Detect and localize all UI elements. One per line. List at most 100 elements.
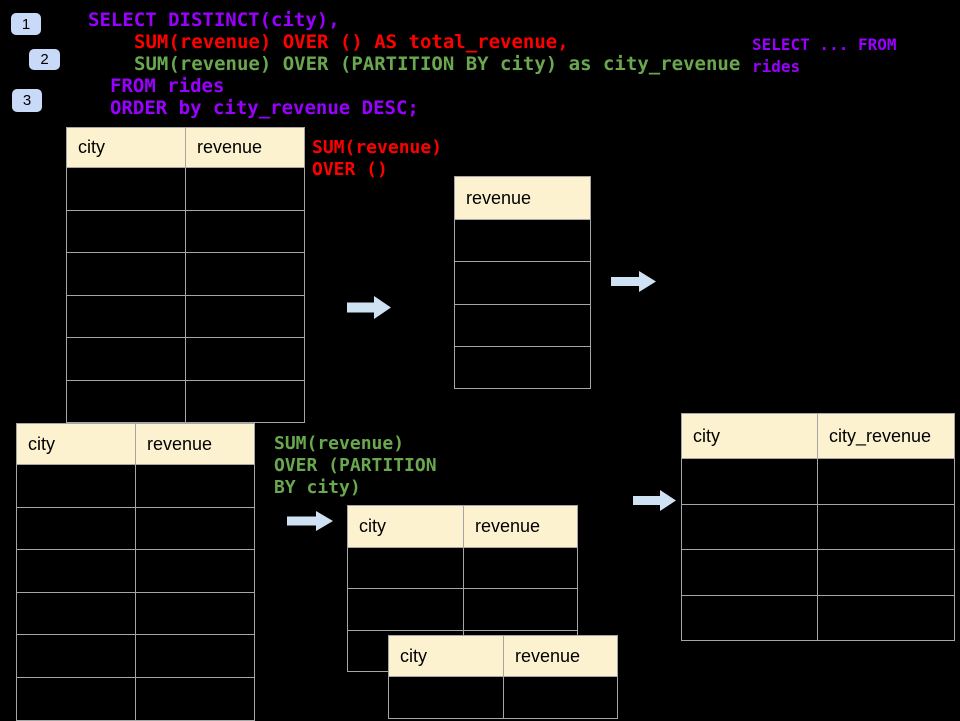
table-cell-empty — [818, 550, 954, 595]
table-cell-empty — [455, 220, 590, 261]
table-header-row: city revenue — [17, 424, 254, 464]
column-header: city — [348, 506, 464, 547]
table-row — [17, 464, 254, 507]
column-header: city — [389, 636, 504, 676]
partition-label-line-2: OVER (PARTITION — [274, 455, 437, 476]
table-row — [67, 294, 304, 338]
right-arrow-icon — [611, 271, 656, 292]
column-header: city_revenue — [829, 425, 932, 446]
table-cell-empty — [682, 459, 818, 504]
side-snippet-line-1: SELECT ... FROM — [752, 35, 897, 54]
table-row — [348, 547, 577, 589]
source-table-bottom: city revenue — [16, 423, 255, 721]
table-row — [67, 337, 304, 380]
table-cell-empty — [17, 550, 136, 592]
table-cell-empty — [136, 465, 254, 507]
table-cell-empty — [67, 338, 186, 380]
table-cell-empty — [17, 592, 136, 635]
table-cell-empty — [455, 305, 590, 346]
column-header: city — [682, 414, 818, 458]
partition-label-line-3: BY city) — [274, 477, 361, 498]
table-cell-empty — [682, 504, 818, 549]
table-row — [682, 594, 954, 641]
table-cell-empty — [682, 550, 818, 595]
sql-line-partition: SUM(revenue) OVER (PARTITION BY city) as… — [134, 53, 741, 75]
table-row — [348, 588, 577, 630]
table-row — [67, 209, 304, 253]
column-header: revenue — [197, 137, 263, 157]
table-cell-empty — [136, 508, 254, 550]
table-cell-empty — [67, 380, 186, 422]
table-header-row: city revenue — [348, 506, 577, 547]
column-header: city — [17, 424, 136, 464]
table-header-row: revenue — [455, 177, 590, 219]
table-row — [455, 345, 590, 388]
table-row — [17, 676, 254, 720]
table-cell-empty — [818, 596, 954, 641]
partition-table-back: city revenue — [347, 505, 578, 672]
table-cell-empty — [455, 347, 590, 388]
table-cell-empty — [67, 210, 186, 252]
total-revenue-label-line-1: SUM(revenue) — [312, 137, 443, 158]
total-revenue-label-line-2: OVER () — [312, 159, 388, 180]
table-row — [67, 379, 304, 423]
table-row — [682, 549, 954, 595]
sql-line-from: FROM rides — [110, 75, 225, 97]
table-cell-empty — [464, 589, 577, 629]
table-cell-empty — [186, 381, 304, 423]
table-row — [455, 303, 590, 346]
table-cell-empty — [67, 168, 186, 210]
table-cell-empty — [17, 677, 136, 720]
table-cell-empty — [67, 295, 186, 337]
column-header: revenue — [466, 187, 532, 208]
city-revenue-result-table: city city_revenue — [681, 413, 955, 641]
partition-label-line-1: SUM(revenue) — [274, 433, 405, 454]
column-header: revenue — [515, 645, 581, 666]
sql-line-select: SELECT DISTINCT(city), — [88, 9, 340, 31]
table-cell-empty — [136, 635, 254, 677]
table-row — [67, 252, 304, 295]
table-cell-empty — [186, 168, 304, 210]
table-cell-empty — [186, 296, 304, 338]
table-cell-empty — [17, 465, 136, 507]
total-revenue-result-table: revenue — [454, 176, 591, 390]
table-row — [17, 634, 254, 677]
sql-line-total-revenue: SUM(revenue) OVER () AS total_revenue, — [134, 31, 569, 53]
right-arrow-icon — [287, 511, 333, 531]
table-row — [389, 676, 617, 718]
right-arrow-icon — [633, 490, 676, 511]
table-row — [455, 261, 590, 303]
table-header-row: city revenue — [389, 636, 617, 676]
column-header: city — [67, 128, 186, 167]
source-table-top: city revenue — [66, 127, 305, 423]
step-badge-1: 1 — [11, 13, 41, 35]
side-snippet-line-2: rides — [752, 57, 801, 76]
table-cell-empty — [389, 677, 504, 718]
step-badge-3: 3 — [12, 89, 42, 112]
table-cell-empty — [818, 505, 954, 550]
table-row — [455, 219, 590, 261]
table-cell-empty — [682, 595, 818, 640]
table-header-row: city revenue — [67, 128, 304, 167]
table-cell-empty — [186, 338, 304, 380]
table-row — [67, 167, 304, 210]
table-cell-empty — [186, 211, 304, 253]
table-cell-empty — [348, 548, 464, 589]
table-row — [682, 503, 954, 550]
table-cell-empty — [136, 593, 254, 635]
column-header: revenue — [475, 516, 541, 536]
table-cell-empty — [348, 589, 464, 630]
table-cell-empty — [504, 677, 617, 718]
column-header: revenue — [147, 433, 213, 454]
step-badge-2: 2 — [29, 49, 60, 70]
table-cell-empty — [455, 262, 590, 303]
table-cell-empty — [186, 253, 304, 295]
table-cell-empty — [136, 550, 254, 592]
table-cell-empty — [136, 678, 254, 720]
sql-line-order-by: ORDER by city_revenue DESC; — [110, 97, 419, 119]
partition-table-front: city revenue — [388, 635, 618, 719]
table-cell-empty — [464, 548, 577, 588]
table-row — [17, 549, 254, 592]
table-cell-empty — [17, 507, 136, 550]
